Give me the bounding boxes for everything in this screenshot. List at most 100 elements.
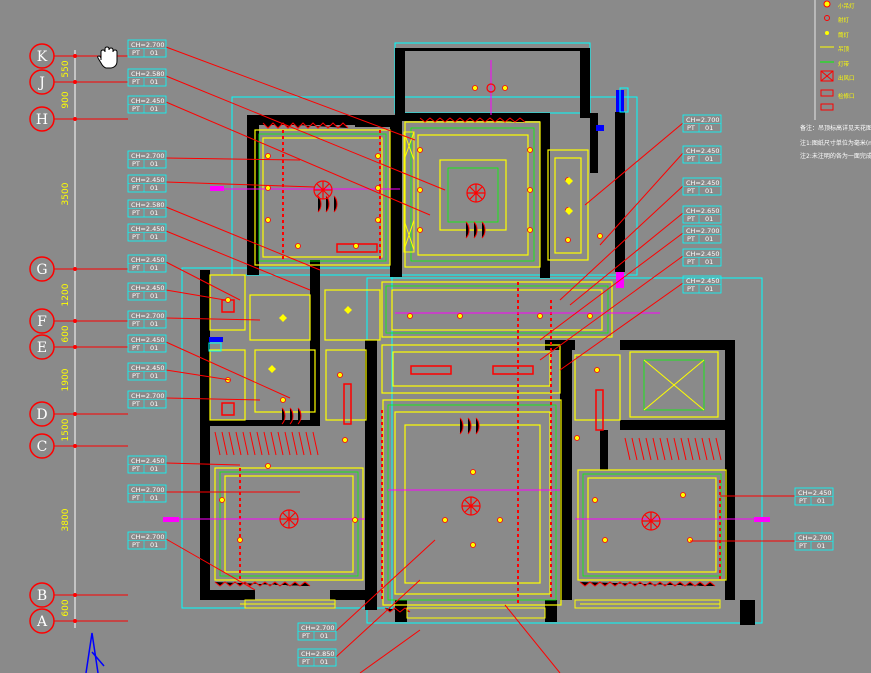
pt-label: PT	[132, 49, 140, 57]
pt-value: 01	[150, 400, 158, 408]
pt-label: PT	[687, 285, 695, 293]
pt-value: 01	[150, 465, 158, 473]
ceiling-height: CH=2.450	[686, 179, 719, 187]
dimension-text: 1200	[61, 283, 71, 306]
axis-bubble-f: F	[29, 308, 128, 334]
ceiling-height: CH=2.450	[131, 256, 164, 264]
axis-label: B	[37, 588, 47, 604]
ceiling-height: CH=2.450	[686, 277, 719, 285]
legend-item: 射灯	[838, 16, 850, 24]
pt-label: PT	[132, 292, 140, 300]
dimension-text: 550	[61, 60, 71, 77]
legend-item: 出风口	[838, 74, 855, 82]
ceiling-height: CH=2.700	[301, 624, 334, 632]
ceiling-height: CH=2.450	[131, 284, 164, 292]
ceiling-height: CH=2.850	[301, 650, 334, 658]
pt-label: PT	[302, 632, 310, 640]
axis-bubble-b: B	[29, 582, 128, 608]
pt-value: 01	[150, 78, 158, 86]
axis-label: F	[37, 314, 47, 330]
ceiling-height: CH=2.700	[131, 152, 164, 160]
ceiling-height: CH=2.700	[131, 486, 164, 494]
ceiling-height: CH=2.450	[131, 225, 164, 233]
ceiling-height: CH=2.700	[131, 533, 164, 541]
ceiling-height: CH=2.700	[686, 116, 719, 124]
pt-value: 01	[705, 215, 713, 223]
axis-label: H	[36, 112, 48, 128]
pt-label: PT	[799, 542, 807, 550]
legend-item: 筒灯	[838, 31, 850, 39]
pt-label: PT	[132, 400, 140, 408]
pt-label: PT	[302, 658, 310, 666]
pt-value: 01	[150, 494, 158, 502]
legend-note: 备注：吊顶标高详见天花图纸说明	[800, 124, 871, 132]
legend-item: 灯带	[838, 60, 850, 68]
axis-bubble-g: G	[29, 256, 128, 282]
ceiling-height: CH=2.580	[131, 201, 164, 209]
pt-label: PT	[687, 215, 695, 223]
pt-value: 01	[705, 235, 713, 243]
pt-label: PT	[132, 160, 140, 168]
axis-bubble-a: A	[29, 608, 128, 634]
pt-label: PT	[132, 372, 140, 380]
pt-value: 01	[817, 542, 825, 550]
legend-item: 检修口	[838, 92, 855, 100]
pt-value: 01	[150, 320, 158, 328]
dimension-text: 600	[61, 599, 71, 616]
legend-note: 注2:未注明的各为一面完成	[800, 152, 871, 160]
axis-bubble-h: H	[29, 106, 128, 132]
ceiling-height: CH=2.450	[131, 176, 164, 184]
ceiling-height: CH=2.650	[686, 207, 719, 215]
dimension-text: 1900	[61, 368, 71, 391]
ceiling-height: CH=2.700	[131, 392, 164, 400]
pt-label: PT	[687, 258, 695, 266]
pt-label: PT	[687, 187, 695, 195]
pt-label: PT	[132, 264, 140, 272]
pt-value: 01	[150, 372, 158, 380]
pt-label: PT	[799, 497, 807, 505]
pt-value: 01	[150, 49, 158, 57]
pt-value: 01	[705, 285, 713, 293]
axis-bubble-c: C	[29, 433, 128, 459]
pt-label: PT	[132, 105, 140, 113]
pt-label: PT	[132, 184, 140, 192]
pt-value: 01	[150, 105, 158, 113]
axis-bubble-d: D	[29, 401, 128, 427]
ceiling-height: CH=2.450	[686, 147, 719, 155]
ceiling-height: CH=2.580	[131, 70, 164, 78]
pt-label: PT	[132, 494, 140, 502]
pt-value: 01	[705, 124, 713, 132]
ceiling-height: CH=2.700	[131, 41, 164, 49]
ceiling-height: CH=2.450	[131, 364, 164, 372]
axis-label: E	[37, 340, 47, 356]
pt-value: 01	[705, 258, 713, 266]
pt-label: PT	[132, 233, 140, 241]
pan-hand-icon[interactable]	[97, 46, 118, 69]
dimension-text: 1500	[61, 418, 71, 441]
pt-label: PT	[687, 124, 695, 132]
pt-value: 01	[320, 632, 328, 640]
